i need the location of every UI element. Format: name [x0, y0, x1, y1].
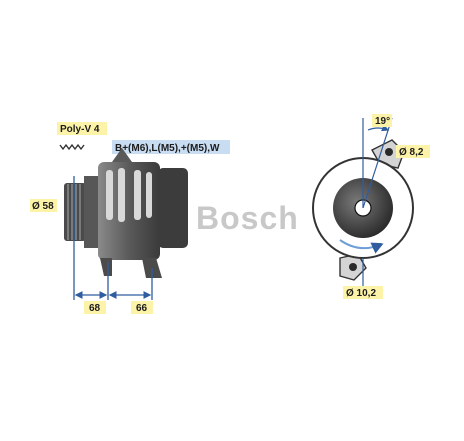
angle-ref-slanted — [362, 117, 393, 209]
dim-label-right-text: 66 — [136, 303, 148, 314]
pulley-grooves — [67, 184, 81, 240]
alternator-side-view — [64, 148, 188, 278]
cooling-vents — [106, 168, 152, 222]
poly-v-icon — [59, 143, 85, 151]
pulley-diameter-text: Ø 58 — [32, 201, 54, 212]
terminals-label-box — [112, 140, 230, 154]
side-dimensions — [73, 176, 153, 300]
dim-label-left: 68 — [84, 301, 106, 314]
angle-label: 19° — [372, 114, 392, 127]
mount-ear-top — [112, 148, 132, 162]
front-housing — [84, 176, 100, 248]
belt-label: Poly-V 4 — [57, 122, 107, 151]
dim-label-left-text: 68 — [89, 303, 101, 314]
stator-body — [98, 162, 160, 260]
bolt-hole-upper — [385, 148, 393, 156]
belt-label-box — [57, 122, 107, 135]
watermark-brand: Bosch — [196, 200, 299, 236]
mount-hole-label: Ø 10,2 — [343, 286, 383, 299]
terminals-label-text: B+(M6),L(M5),+(M5),W — [115, 143, 220, 154]
angle-arc — [367, 124, 390, 132]
rotation-arrow — [339, 239, 384, 254]
pulley — [64, 183, 86, 241]
mount-hole-label-text: Ø 10,2 — [346, 288, 376, 299]
bolt-hole-lower — [349, 263, 357, 271]
belt-label-text: Poly-V 4 — [60, 124, 100, 135]
bolt-hole-label-text: Ø 8,2 — [399, 147, 424, 158]
front-dimensions — [362, 117, 393, 290]
rear-cover — [158, 168, 188, 248]
angle-label-text: 19° — [375, 116, 390, 127]
mount-foot-front — [100, 258, 112, 276]
pulley-diameter-label: Ø 58 — [30, 199, 57, 212]
pulley-diameter-box — [30, 199, 57, 212]
bolt-hole-label: Ø 8,2 — [396, 145, 430, 158]
terminals-label: B+(M6),L(M5),+(M5),W — [112, 140, 230, 154]
dim-label-right: 66 — [131, 301, 153, 314]
